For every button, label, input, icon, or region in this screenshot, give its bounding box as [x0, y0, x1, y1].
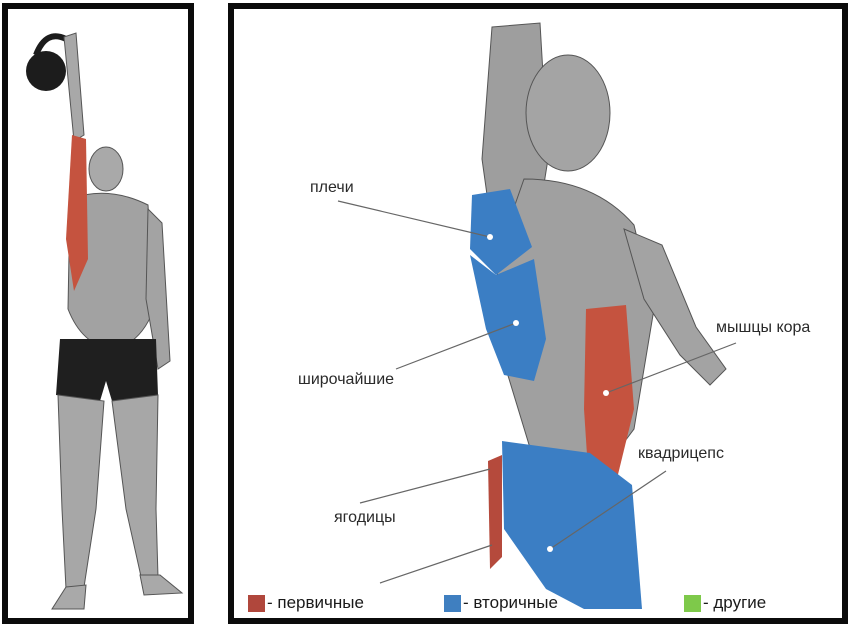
kettlebell-icon	[26, 51, 66, 91]
label-quads: квадрицепс	[638, 445, 724, 463]
legend-primary: - первичные	[248, 593, 364, 613]
primary-muscle-glute	[488, 455, 502, 569]
head	[526, 55, 610, 171]
label-core: мышцы кора	[716, 319, 810, 337]
legend-label-other: - другие	[703, 593, 766, 613]
legend-label-secondary: - вторичные	[463, 593, 558, 613]
legend-other: - другие	[684, 593, 766, 613]
secondary-muscle-quads	[502, 441, 642, 609]
head	[89, 147, 123, 191]
legend-label-primary: - первичные	[267, 593, 364, 613]
label-shoulders: плечи	[310, 179, 354, 197]
muscle-figure	[234, 9, 842, 618]
muscle-diagram-panel: плечи широчайшие мышцы кора квадрицепс я…	[228, 3, 848, 624]
legend-swatch-other	[684, 595, 701, 612]
legend-swatch-primary	[248, 595, 265, 612]
leader-line-glutes	[360, 469, 490, 503]
legend-secondary: - вторичные	[444, 593, 558, 613]
label-lats: широчайшие	[298, 371, 394, 389]
secondary-muscle-lat	[470, 255, 546, 381]
legend-swatch-secondary	[444, 595, 461, 612]
full-body-figure	[8, 9, 188, 618]
leader-line-glutes-lower	[380, 545, 492, 583]
leader-line-shoulders	[338, 201, 490, 237]
label-glutes: ягодицы	[334, 509, 396, 527]
shorts	[56, 339, 158, 401]
full-body-illustration-panel	[2, 3, 194, 624]
